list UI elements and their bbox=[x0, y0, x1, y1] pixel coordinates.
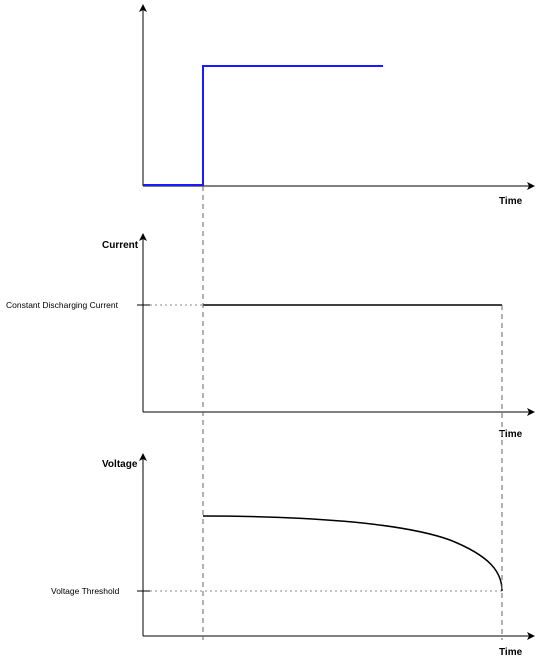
voltage-threshold-label: Voltage Threshold bbox=[51, 586, 120, 596]
current-x-label: Time bbox=[499, 429, 523, 440]
current-y-label: Current bbox=[102, 240, 139, 251]
voltage-y-label: Voltage bbox=[102, 459, 138, 470]
top-plot: Time bbox=[139, 4, 535, 207]
current-level-label: Constant Discharging Current bbox=[6, 300, 119, 310]
voltage-x-label: Time bbox=[499, 647, 523, 658]
step-signal-line bbox=[143, 65, 383, 186]
voltage-discharge-curve bbox=[202, 515, 503, 592]
top-x-label: Time bbox=[499, 196, 523, 207]
voltage-plot: Voltage Time Voltage Threshold bbox=[51, 453, 535, 658]
current-plot: Current Time Constant Discharging Curren… bbox=[6, 233, 535, 440]
